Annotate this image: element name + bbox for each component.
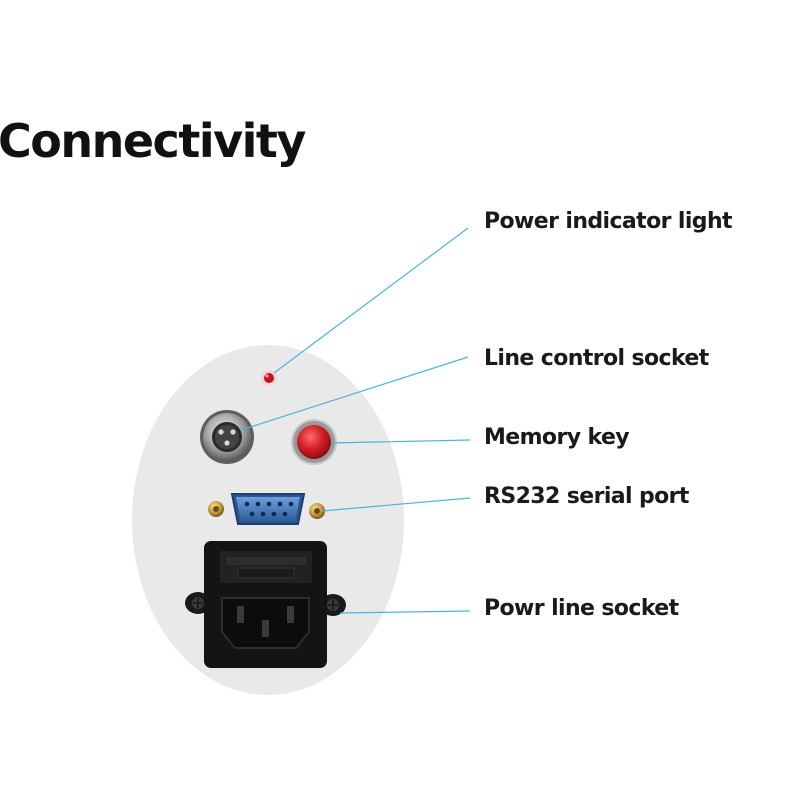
memory-key-button [291, 419, 337, 465]
callout-power-indicator-light: Power indicator light [484, 209, 733, 234]
power-line-socket [185, 541, 346, 668]
callout-power-line-socket: Powr line socket [484, 596, 679, 621]
callout-memory-key: Memory key [484, 425, 630, 450]
rs232-serial-port [208, 493, 325, 525]
leader-line-power-indicator [273, 227, 469, 374]
callout-line-control-socket: Line control socket [484, 346, 709, 371]
leader-line-power-line [339, 610, 471, 614]
power-indicator-led [261, 370, 277, 386]
callout-rs232-serial-port: RS232 serial port [484, 484, 689, 509]
leader-line-rs232 [321, 497, 471, 512]
page-title: Connectivity [0, 114, 306, 168]
leader-lines [240, 227, 471, 614]
leader-line-memory-key [330, 439, 471, 444]
line-control-socket [200, 410, 254, 464]
leader-line-line-control [240, 356, 469, 431]
